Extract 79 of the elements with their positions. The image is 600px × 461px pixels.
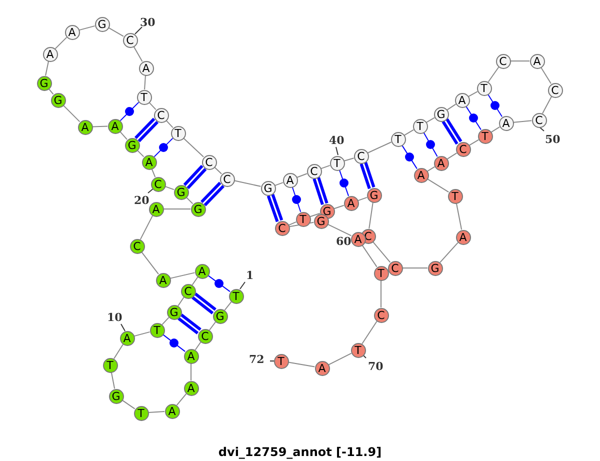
nucleotide-circle: C xyxy=(220,172,234,186)
nucleotide-circle: A xyxy=(194,264,210,278)
nucleotide-circle: T xyxy=(228,288,244,304)
nucleotide-circle: G xyxy=(166,304,182,320)
nucleotide-circle: G xyxy=(108,388,124,404)
nucleotide-circle: C xyxy=(548,82,562,98)
nucleotide-circle: T xyxy=(412,118,428,134)
nucleotide-circle: G xyxy=(94,16,110,32)
nucleotide-circle: A xyxy=(64,24,80,40)
position-number: 60 xyxy=(336,236,352,248)
nucleotide-circle: C xyxy=(274,220,290,236)
nucleotide-circle: A xyxy=(350,232,366,246)
nucleotide-circle: A xyxy=(108,118,122,134)
nucleotide-circle: C xyxy=(456,142,470,156)
position-number: 72 xyxy=(249,354,264,366)
nucleotide-circle: C xyxy=(198,328,212,344)
nucleotide-circle: A xyxy=(454,92,470,108)
nucleotide-circle: A xyxy=(344,196,358,210)
nucleotide-circle: C xyxy=(306,164,322,178)
nucleotide-circle: G xyxy=(212,308,228,324)
nucleotide-circle: C xyxy=(388,260,402,276)
nucleotide-circle: A xyxy=(42,46,58,62)
nucleotide-circle: G xyxy=(124,138,140,152)
nucleotide-circle: T xyxy=(330,156,344,170)
nucleotide-circle: C xyxy=(154,108,168,122)
nucleotide-circle: A xyxy=(156,272,170,288)
position-number: 40 xyxy=(329,135,344,147)
nucleotide-circle: G xyxy=(174,184,188,200)
nucleotide-circle: A xyxy=(456,230,470,244)
position-number: 1 xyxy=(246,270,254,282)
position-number: 30 xyxy=(140,17,156,29)
nucleotide-circle: A xyxy=(184,380,198,396)
nucleotide-circle: A xyxy=(434,156,448,170)
nucleotide-circle: C xyxy=(354,148,368,164)
position-number: 50 xyxy=(545,134,560,146)
nucleotide-circle: A xyxy=(120,330,134,346)
nucleotide-circle: C xyxy=(496,54,510,68)
nucleotide-circle: A xyxy=(282,172,298,188)
nucleotide-circle: C xyxy=(180,284,196,298)
nucleotide-circle: T xyxy=(134,406,148,420)
nucleotide-circle: T xyxy=(478,128,492,144)
nucleotide-circle: T xyxy=(350,342,366,358)
nucleotide-circle: C xyxy=(202,154,216,170)
nucleotide-circle: T xyxy=(170,126,186,140)
nucleotide-circle: T xyxy=(150,322,164,338)
nucleotide-circle: T xyxy=(374,266,388,280)
nucleotide-circle: G xyxy=(50,92,66,108)
nucleotide-circle: T xyxy=(102,358,118,372)
caption: dvi_12759_annot [-11.9] xyxy=(217,445,383,459)
nucleotide-circle: G xyxy=(36,76,52,90)
nucleotide-circle: G xyxy=(366,188,382,202)
nucleotide-circle: A xyxy=(530,54,544,68)
nucleotide-circle: A xyxy=(184,348,198,364)
nucleotide-circle: C xyxy=(532,112,546,128)
nucleotide-circle: T xyxy=(476,80,492,96)
position-number: 20 xyxy=(134,195,150,207)
nucleotide-circle: A xyxy=(314,360,330,376)
nucleotide-circle: T xyxy=(274,354,288,368)
nucleotide-circle: A xyxy=(78,120,92,134)
nucleotide-circle: A xyxy=(164,404,180,418)
nucleotide-circle: G xyxy=(434,106,448,122)
nucleotide-circle: A xyxy=(414,168,428,182)
nucleotide-circle: C xyxy=(374,308,388,322)
position-number: 10 xyxy=(107,312,122,324)
position-number: 70 xyxy=(368,361,384,373)
nucleotide-circle: A xyxy=(142,154,156,170)
nucleotide-circle: G xyxy=(190,202,206,216)
nucleotide-circle: G xyxy=(260,180,276,196)
nucleotide-circle: T xyxy=(390,132,406,146)
nucleotide-circle: A xyxy=(148,202,164,216)
nucleotide-circle: C xyxy=(130,238,144,254)
nucleotide-circle: G xyxy=(428,260,442,276)
nucleotide-circle: T xyxy=(296,212,310,226)
nucleotide-circle: A xyxy=(498,116,514,130)
nucleotide-circle: A xyxy=(138,60,154,76)
nucleotide-circle: T xyxy=(136,90,152,104)
nucleotide-circle: C xyxy=(150,176,166,192)
nucleotide-circle: C xyxy=(122,32,138,48)
nucleotide-circle: T xyxy=(448,188,462,204)
